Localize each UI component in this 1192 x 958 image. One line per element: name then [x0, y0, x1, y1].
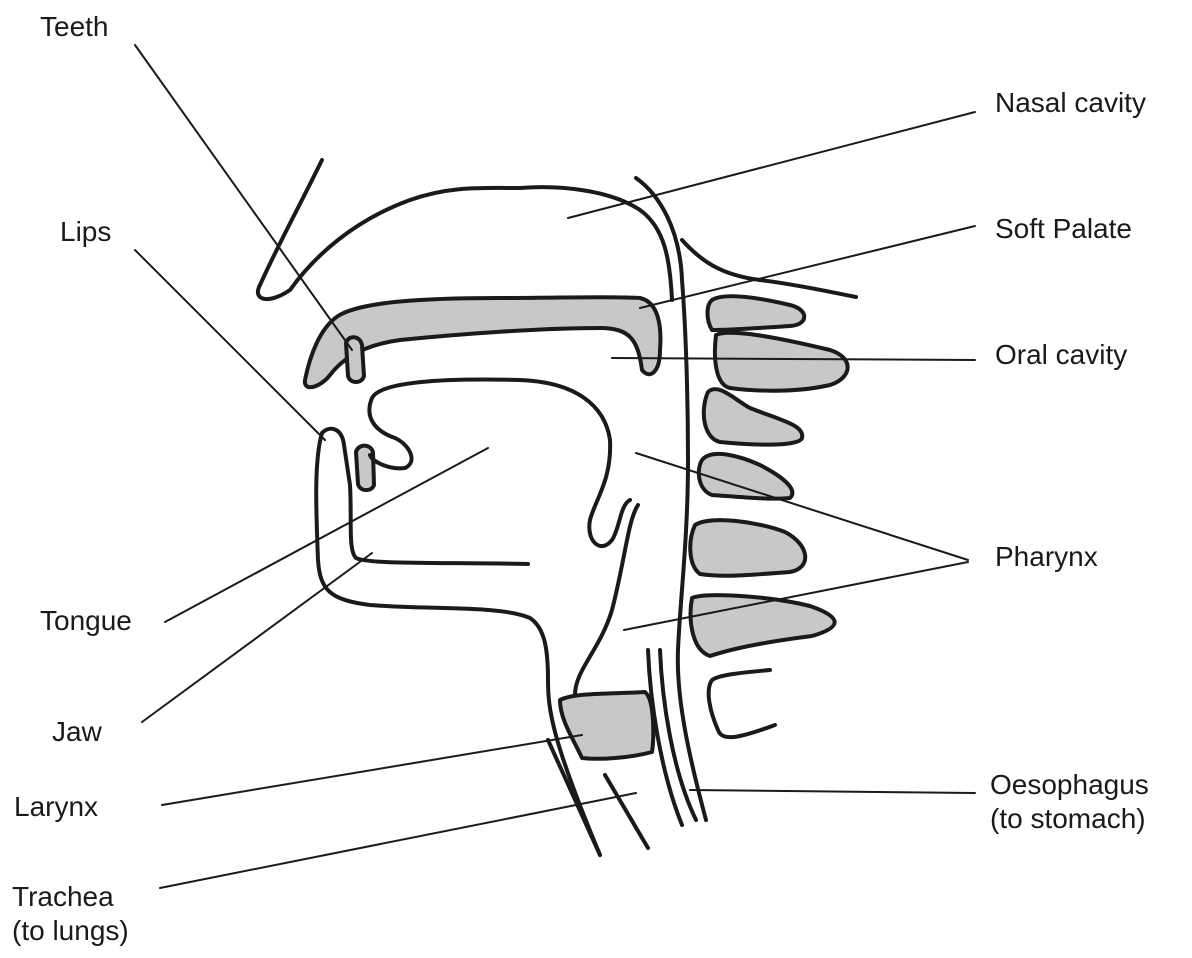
vertebra-1: [708, 296, 805, 330]
head-back-outline: [682, 240, 856, 297]
larynx-shape: [560, 692, 653, 759]
vertebra-3: [704, 389, 802, 445]
label-larynx: Larynx: [14, 790, 98, 824]
label-jaw: Jaw: [52, 715, 102, 749]
leader-soft-palate: [640, 226, 975, 308]
leader-tongue: [165, 448, 488, 622]
vertebra-4: [699, 454, 793, 499]
label-soft-palate: Soft Palate: [995, 212, 1132, 246]
label-oral-cavity: Oral cavity: [995, 338, 1127, 372]
label-trachea: Trachea (to lungs): [12, 880, 129, 948]
label-teeth: Teeth: [40, 10, 109, 44]
pharynx-front-wall: [575, 505, 638, 695]
leader-larynx: [162, 735, 582, 805]
label-pharynx: Pharynx: [995, 540, 1098, 574]
label-nasal-cavity: Nasal cavity: [995, 86, 1146, 120]
leader-jaw: [142, 553, 372, 722]
vertebra-7: [709, 670, 775, 737]
leader-trachea: [160, 793, 636, 888]
leader-teeth: [135, 45, 352, 350]
label-tongue: Tongue: [40, 604, 132, 638]
trachea-back: [605, 775, 648, 848]
nose-outline: [258, 160, 672, 300]
label-lips: Lips: [60, 215, 111, 249]
tongue-outline: [369, 380, 630, 547]
lower-teeth: [356, 446, 374, 491]
vertebra-2: [715, 333, 848, 391]
leader-nasal-cavity: [568, 112, 975, 218]
label-oesophagus: Oesophagus (to stomach): [990, 768, 1149, 836]
jaw-outline: [316, 429, 600, 855]
leader-oesophagus: [690, 790, 975, 793]
vertebra-5: [690, 520, 805, 576]
leader-oral-cavity: [612, 358, 975, 360]
vertebra-6: [691, 595, 835, 656]
